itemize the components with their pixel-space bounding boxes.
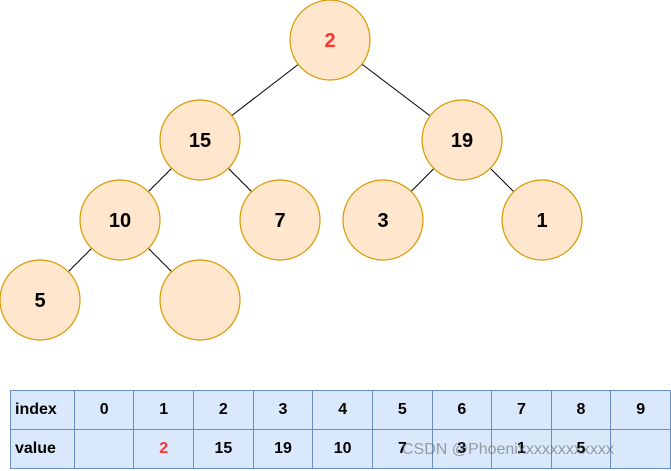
index-cell: 9 [610,390,671,430]
value-cell: 15 [193,429,254,469]
tree-edge [147,167,173,193]
tree-node-circle [289,0,371,81]
tree-edge [361,63,431,117]
tree-node-circle [342,179,424,261]
tree-node: 2 [289,0,371,81]
tree-node-label: 10 [109,210,131,232]
tree-node-label: 1 [536,210,547,232]
tree-node [159,259,241,341]
tree-node: 3 [342,179,424,261]
tree-edge [410,168,435,192]
tree-edges [67,63,515,273]
tree-node-label: 5 [34,290,45,312]
index-cell: 5 [371,390,433,430]
tree-node-label: 7 [274,210,285,232]
tree-node: 10 [79,179,161,261]
tree-node-circle [0,259,81,341]
value-cell: 3 [431,429,493,469]
value-cell: 19 [252,429,314,469]
index-cell: 7 [491,390,552,430]
value-cell: 1 [491,429,552,469]
value-cell [73,429,135,469]
tree-node-label: 15 [189,130,211,152]
index-cell: 4 [312,390,373,430]
tree-edge [67,247,93,273]
tree-edge [489,167,515,193]
tree-node-circle [239,179,321,261]
tree-node-circle [421,99,503,181]
value-cell: 2 [133,429,195,469]
tree-node-label: 2 [324,30,335,52]
value-cell: 5 [550,429,612,469]
value-cell: 10 [312,429,373,469]
tree-node-circle [159,259,241,341]
index-cell: 6 [431,390,493,430]
value-row-header: value [10,429,75,469]
index-cell: 8 [550,390,612,430]
index-cell: 1 [133,390,195,430]
index-cell: 0 [73,390,135,430]
index-cell: 3 [252,390,314,430]
tree-node: 15 [159,99,241,181]
tree-node-label: 3 [377,210,388,232]
tree-node: 5 [0,259,81,341]
tree-node-label: 19 [451,130,473,152]
tree-edge [227,167,253,193]
value-cell [610,429,671,469]
tree-edge [147,247,173,273]
tree-edge [231,63,299,117]
tree-node-circle [501,179,583,261]
tree-node: 7 [239,179,321,261]
tree-node-circle [79,179,161,261]
index-row-header: index [10,390,75,430]
index-cell: 2 [193,390,254,430]
value-cell: 7 [371,429,433,469]
tree-node: 1 [501,179,583,261]
tree-node: 19 [421,99,503,181]
tree-node-circle [159,99,241,181]
